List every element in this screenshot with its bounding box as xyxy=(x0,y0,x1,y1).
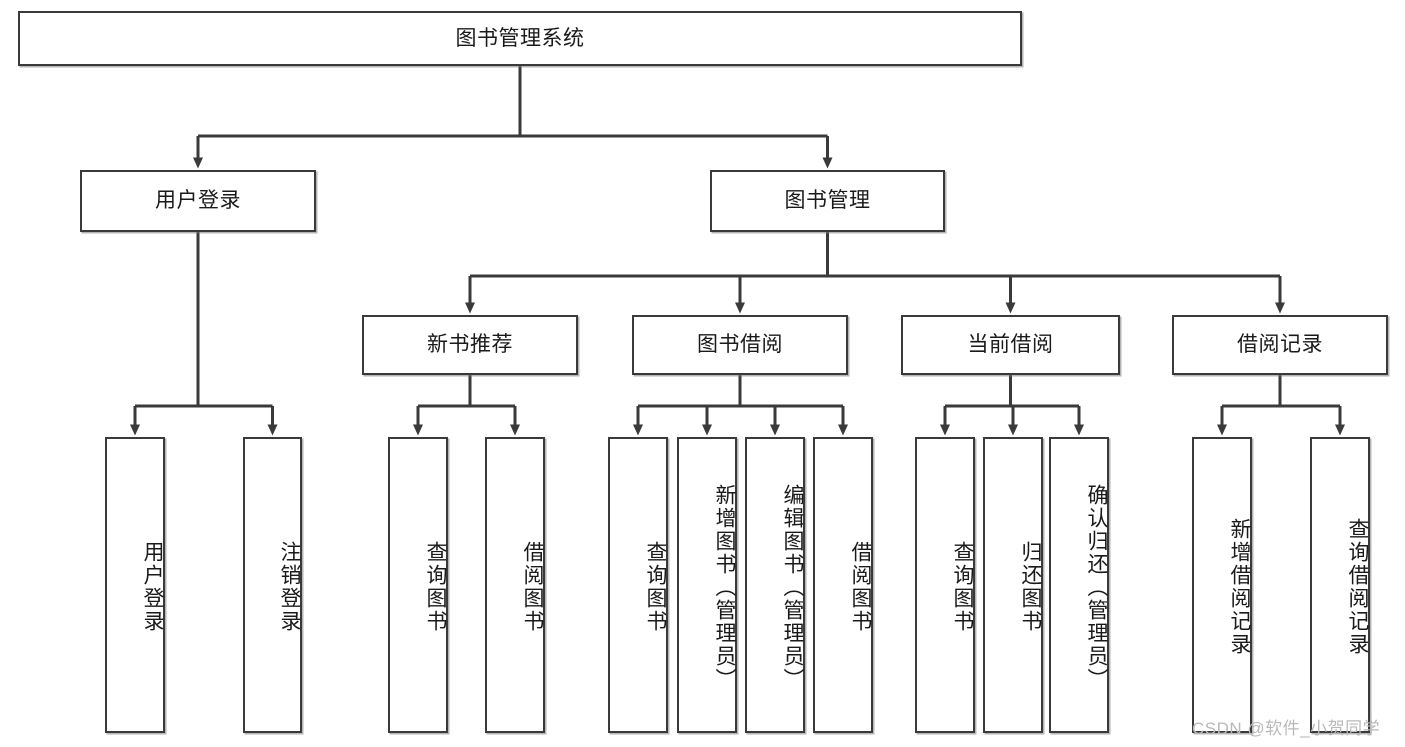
node-leaf-user-logout[interactable]: 注销登录 xyxy=(243,437,302,733)
node-label: 新增图书（管理员） xyxy=(713,483,736,691)
node-label: 编辑图书（管理员） xyxy=(781,483,804,691)
node-label: 用户登录 xyxy=(141,541,164,633)
node-leaf-query-book-2[interactable]: 查询图书 xyxy=(608,437,668,733)
node-leaf-edit-book[interactable]: 编辑图书（管理员） xyxy=(745,437,805,733)
node-label: 借阅图书 xyxy=(521,541,544,633)
node-label: 用户登录 xyxy=(155,189,241,213)
node-leaf-user-login[interactable]: 用户登录 xyxy=(105,437,165,733)
node-label: 新增借阅记录 xyxy=(1228,518,1251,656)
node-root[interactable]: 图书管理系统 xyxy=(18,11,1022,66)
node-label: 查询图书 xyxy=(424,541,447,633)
node-current-borrow[interactable]: 当前借阅 xyxy=(901,315,1120,375)
node-label: 图书管理系统 xyxy=(455,26,585,50)
node-label: 查询借阅记录 xyxy=(1346,518,1369,656)
node-label: 归还图书 xyxy=(1019,541,1042,633)
node-user-login[interactable]: 用户登录 xyxy=(80,170,316,232)
node-label: 确认归还（管理员） xyxy=(1085,483,1108,691)
node-label: 查询图书 xyxy=(644,541,667,633)
node-label: 图书管理 xyxy=(784,189,871,213)
node-leaf-confirm-return[interactable]: 确认归还（管理员） xyxy=(1049,437,1109,733)
node-leaf-add-record[interactable]: 新增借阅记录 xyxy=(1192,437,1252,733)
node-label: 图书借阅 xyxy=(697,333,783,357)
node-leaf-borrow-book-1[interactable]: 借阅图书 xyxy=(485,437,545,733)
node-borrow-record[interactable]: 借阅记录 xyxy=(1172,315,1388,375)
node-leaf-query-record[interactable]: 查询借阅记录 xyxy=(1310,437,1370,733)
node-label: 新书推荐 xyxy=(427,333,513,357)
node-label: 借阅记录 xyxy=(1237,333,1323,357)
node-book-borrow[interactable]: 图书借阅 xyxy=(632,315,848,375)
node-new-book-rec[interactable]: 新书推荐 xyxy=(362,315,578,375)
node-book-manage[interactable]: 图书管理 xyxy=(710,170,945,232)
node-label: 当前借阅 xyxy=(967,333,1054,357)
csdn-watermark: CSDN @软件_小贺同学 xyxy=(1192,719,1381,738)
node-leaf-add-book[interactable]: 新增图书（管理员） xyxy=(677,437,737,733)
node-label: 借阅图书 xyxy=(849,541,872,633)
node-leaf-borrow-book-2[interactable]: 借阅图书 xyxy=(813,437,873,733)
node-leaf-return-book[interactable]: 归还图书 xyxy=(983,437,1043,733)
node-leaf-query-book-1[interactable]: 查询图书 xyxy=(388,437,448,733)
node-label: 查询图书 xyxy=(951,541,974,633)
node-leaf-query-book-3[interactable]: 查询图书 xyxy=(915,437,975,733)
node-label: 注销登录 xyxy=(278,541,301,633)
